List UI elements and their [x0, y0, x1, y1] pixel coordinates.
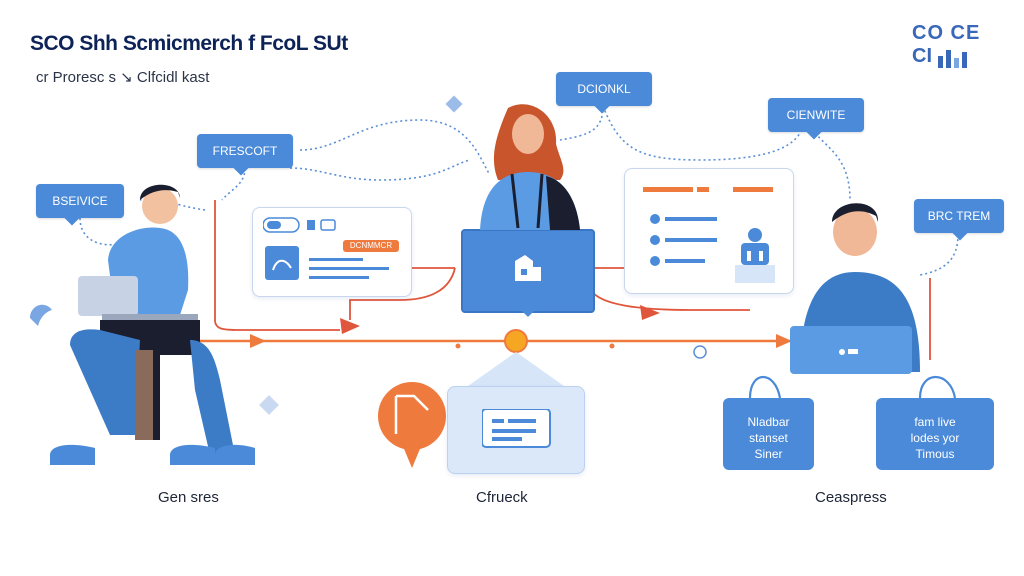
bubble-cienwite: CIENWITE [768, 98, 864, 132]
person-left-illustration [50, 184, 255, 465]
info-card-right-line-3: Timous [915, 447, 955, 461]
robot-icon [735, 228, 775, 283]
panel-header-icon [263, 217, 336, 233]
bubble-dcionkl: DCIONKL [556, 72, 652, 106]
logo-bars-icon [938, 50, 967, 68]
chat-bubble-icon [378, 382, 446, 468]
right-process-panel [624, 168, 794, 294]
info-card-left-line-1: Nladbar [747, 415, 790, 429]
info-card-right: fam live lodes yor Timous [876, 398, 994, 470]
panel-status-pill: DCNMMCR [343, 240, 399, 252]
bubble-service: BSEIVICE [36, 184, 124, 218]
info-card-right-line-1: fam live [914, 415, 956, 429]
logo-line-1: CO CE [912, 22, 981, 44]
info-card-right-line-2: lodes yor [910, 431, 960, 445]
bubble-frescoft: FRESCOFT [197, 134, 293, 168]
left-process-panel: DCNMMCR [252, 207, 412, 297]
caption-left: Gen sres [158, 489, 219, 506]
bubble-brctrem: BRC TREM [914, 199, 1004, 233]
person-right-illustration [790, 203, 920, 374]
info-card-left-line-3: Siner [754, 447, 783, 461]
lower-center-card [447, 386, 585, 474]
caption-right: Ceaspress [815, 489, 887, 506]
page-title: SCO Shh Scmicmerch f FcoL SUt [30, 32, 348, 55]
panel-top-bar [643, 187, 773, 192]
brand-logo: CO CE CI [912, 22, 992, 68]
screen-pointer [518, 307, 538, 317]
logo-line-2: CI [912, 45, 932, 67]
chart-icon [265, 246, 299, 280]
list-items-icon [650, 214, 717, 266]
panel-lines [309, 258, 389, 279]
info-card-left: Nladbar stanset Siner [723, 398, 814, 470]
form-icon [482, 409, 551, 448]
caption-center: Cfrueck [476, 489, 528, 506]
person-center-illustration [480, 104, 580, 230]
page-subtitle: cr Proresc s ↘ Clfcidl kast [36, 69, 210, 86]
center-screen [461, 229, 595, 317]
info-card-left-line-2: stanset [749, 431, 788, 445]
document-icon [515, 255, 541, 281]
